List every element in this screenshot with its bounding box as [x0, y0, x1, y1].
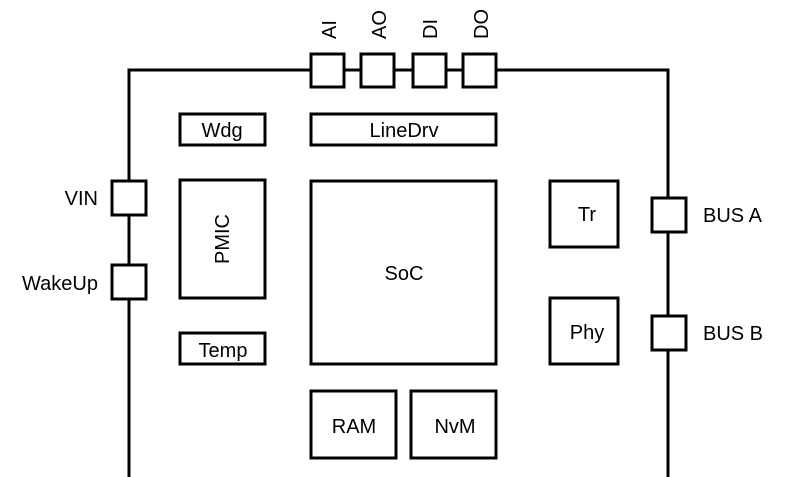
pin-ai-label: AI	[319, 20, 341, 39]
pin-di-box	[411, 52, 448, 89]
block-pmic-box	[178, 178, 267, 300]
block-linedrv-box	[309, 112, 498, 147]
block-temp-box	[178, 331, 267, 366]
pin-vin: VIN	[65, 179, 148, 217]
pin-vin-box	[110, 179, 148, 217]
block-soc: SoC	[309, 179, 498, 366]
pin-wakeup-label: WakeUp	[22, 273, 98, 295]
block-wdg-box	[178, 112, 267, 147]
pin-wakeup-box	[110, 263, 148, 301]
block-nvm-box	[409, 389, 498, 460]
pin-do: DO	[461, 9, 498, 89]
pin-ai-box	[309, 52, 346, 89]
pin-do-label: DO	[471, 9, 493, 39]
pin-bus-a-box	[650, 196, 688, 234]
pin-ao-box	[359, 52, 396, 89]
pin-di: DI	[411, 19, 448, 89]
block-nvm: NvM	[409, 389, 498, 460]
block-tr-label: Tr	[578, 204, 596, 226]
pin-bus-b-box	[650, 314, 688, 352]
pin-bus-b: BUS B	[650, 314, 763, 352]
block-soc-label: SoC	[385, 263, 424, 285]
block-phy-label: Phy	[570, 322, 604, 344]
block-phy-box	[548, 296, 620, 366]
block-linedrv: LineDrv	[309, 112, 498, 147]
block-tr-box	[548, 179, 620, 249]
pin-di-label: DI	[420, 19, 442, 39]
block-pmic-label: PMIC	[212, 214, 234, 264]
block-wdg: Wdg	[178, 112, 267, 147]
pin-vin-label: VIN	[65, 188, 98, 210]
block-ram-box	[309, 389, 398, 460]
block-ram: RAM	[309, 389, 398, 460]
pin-bus-a-label: BUS A	[703, 205, 763, 227]
pin-do-box	[461, 52, 498, 89]
block-nvm-label: NvM	[434, 416, 475, 438]
pin-ai: AI	[309, 20, 346, 89]
pin-bus-b-label: BUS B	[703, 323, 763, 345]
pin-ao: AO	[359, 10, 396, 89]
block-ram-label: RAM	[332, 416, 376, 438]
block-pmic: PMIC	[178, 178, 267, 300]
block-wdg-label: Wdg	[201, 120, 242, 142]
pin-ao-label: AO	[369, 10, 391, 39]
block-linedrv-label: LineDrv	[370, 120, 439, 142]
pin-wakeup: WakeUp	[22, 263, 148, 301]
block-temp-label: Temp	[199, 340, 248, 362]
block-temp: Temp	[178, 331, 267, 366]
block-phy: Phy	[548, 296, 620, 366]
pin-bus-a: BUS A	[650, 196, 763, 234]
block-soc-box	[309, 179, 498, 366]
block-tr: Tr	[548, 179, 620, 249]
